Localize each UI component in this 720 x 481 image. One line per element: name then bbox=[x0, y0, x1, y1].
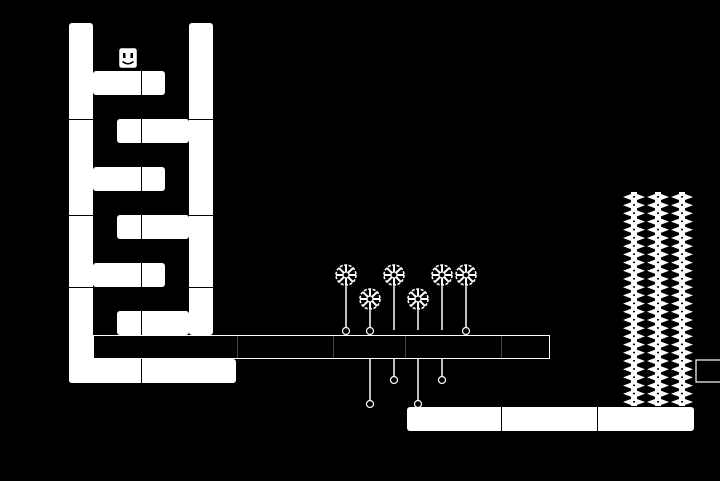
tile-seam bbox=[141, 71, 142, 95]
spike-column-icon bbox=[623, 192, 645, 406]
maze-ledge-5 bbox=[93, 263, 165, 287]
hanging-stem-icon bbox=[389, 359, 399, 385]
maze-ledge-1 bbox=[93, 71, 165, 95]
tile-seam bbox=[141, 311, 142, 335]
walkway-seam bbox=[237, 336, 238, 358]
maze-ledge-6 bbox=[117, 311, 189, 335]
tile-seam bbox=[69, 119, 93, 120]
tile-seam bbox=[141, 215, 142, 239]
tile-seam bbox=[189, 215, 213, 216]
tile-seam bbox=[141, 263, 142, 287]
walkway-seam bbox=[501, 336, 502, 358]
walkway-seam bbox=[405, 336, 406, 358]
spiked-flower-icon bbox=[335, 264, 357, 336]
tower-base-ledge bbox=[69, 359, 236, 383]
spike-column-icon bbox=[647, 192, 669, 406]
tile-seam bbox=[597, 407, 598, 431]
lower-floor bbox=[407, 407, 694, 431]
maze-ledge-3 bbox=[93, 167, 165, 191]
outlined-walkway bbox=[93, 335, 550, 359]
tile-seam bbox=[189, 287, 213, 288]
spiked-flower-icon bbox=[383, 264, 405, 330]
tile-seam bbox=[141, 167, 142, 191]
tile-seam bbox=[189, 119, 213, 120]
spiked-flower-icon bbox=[407, 288, 429, 330]
exit-door-icon[interactable] bbox=[695, 359, 720, 383]
maze-ledge-4 bbox=[117, 215, 189, 239]
player-square-face-icon[interactable] bbox=[117, 46, 139, 70]
spiked-flower-icon bbox=[455, 264, 477, 336]
spike-column-icon bbox=[671, 192, 693, 406]
hanging-stem-icon bbox=[365, 359, 375, 409]
hanging-stem-icon bbox=[413, 359, 423, 409]
hanging-stem-icon bbox=[437, 359, 447, 385]
tile-seam bbox=[141, 359, 142, 383]
spiked-flower-icon bbox=[359, 288, 381, 336]
tile-seam bbox=[69, 215, 93, 216]
tile-seam bbox=[69, 287, 93, 288]
tower-right-wall bbox=[189, 23, 213, 335]
maze-ledge-2 bbox=[117, 119, 189, 143]
spike-column-group bbox=[623, 192, 693, 406]
tile-seam bbox=[141, 119, 142, 143]
tower-left-wall bbox=[69, 23, 93, 383]
spiked-flower-icon bbox=[431, 264, 453, 330]
walkway-seam bbox=[333, 336, 334, 358]
tile-seam bbox=[501, 407, 502, 431]
